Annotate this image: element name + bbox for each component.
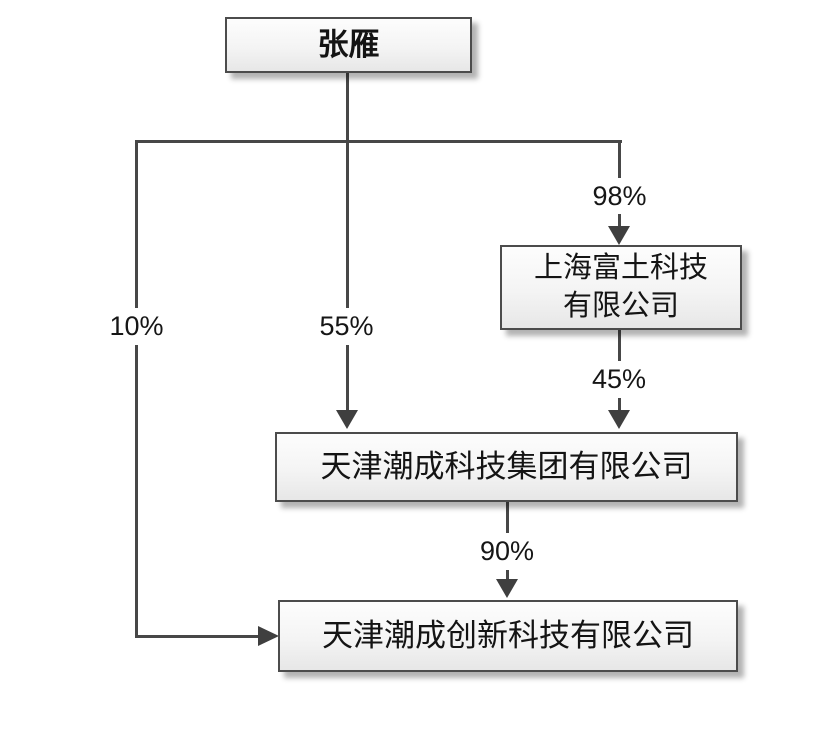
node-zhangyan: 张雁 <box>225 17 472 73</box>
edge-label-45-percent: 45% <box>588 361 650 398</box>
node-shanghai-futu-tech: 上海富土科技 有限公司 <box>500 245 742 330</box>
arrowhead-into-innovation-from-zhangyan-icon <box>258 626 279 646</box>
arrowhead-into-shanghai-icon <box>608 226 630 245</box>
node-tianjin-innovation: 天津潮成创新科技有限公司 <box>278 600 738 672</box>
connector-branch-horizontal <box>135 140 622 143</box>
edge-label-98-percent: 98% <box>588 178 651 214</box>
node-tianjin-group: 天津潮成科技集团有限公司 <box>275 432 738 502</box>
connector-left-branch-vertical <box>135 140 138 637</box>
edge-label-55-percent: 55% <box>312 308 381 345</box>
arrowhead-into-innovation-from-group-icon <box>496 579 518 598</box>
connector-zhangyan-to-group-vertical <box>346 73 349 411</box>
edge-label-90-percent: 90% <box>475 533 539 570</box>
arrowhead-into-group-from-shanghai-icon <box>608 410 630 429</box>
connector-left-branch-horizontal <box>135 635 260 638</box>
arrowhead-into-group-from-zhangyan-icon <box>336 410 358 429</box>
edge-label-10-percent: 10% <box>102 308 171 345</box>
